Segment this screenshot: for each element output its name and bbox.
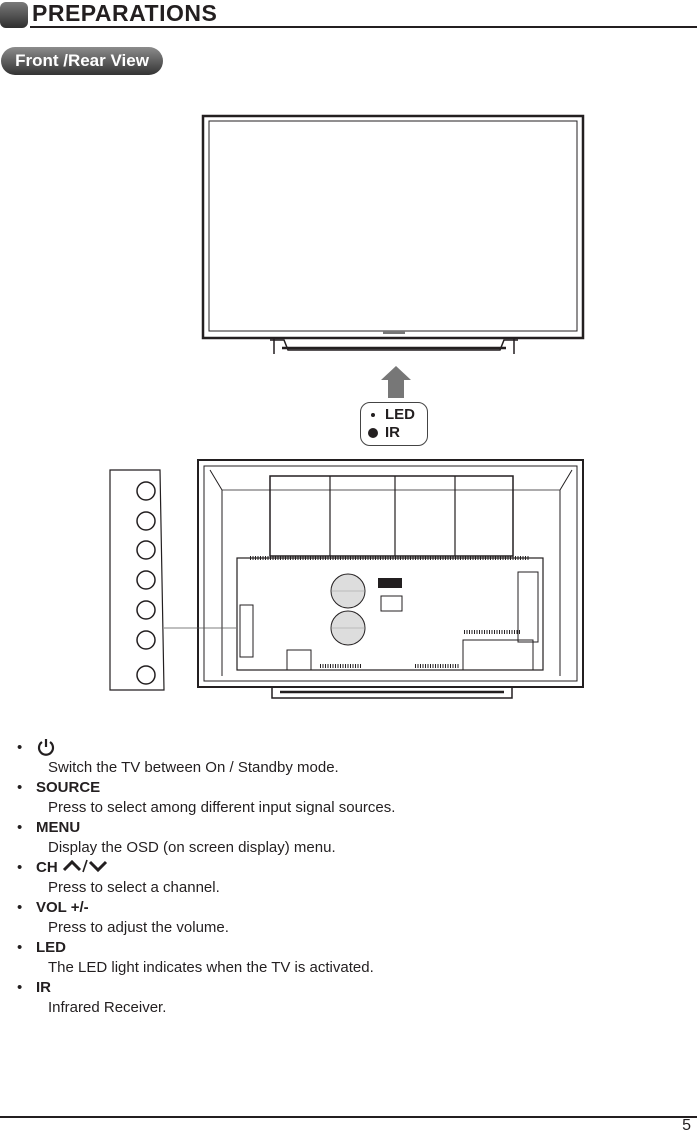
led-label: LED bbox=[385, 406, 415, 423]
bullet: • bbox=[17, 819, 23, 836]
ir-row: IR bbox=[368, 424, 400, 441]
led-dot-icon bbox=[371, 413, 375, 418]
list-item: • SOURCE Press to select among different… bbox=[0, 778, 697, 818]
item-description: Display the OSD (on screen display) menu… bbox=[48, 839, 336, 856]
button-description-list: • Switch the TV between On / Standby mod… bbox=[0, 738, 697, 1018]
item-description: Infrared Receiver. bbox=[48, 999, 167, 1016]
up-arrow-icon bbox=[381, 366, 411, 398]
bullet: • bbox=[17, 779, 23, 796]
item-title bbox=[36, 738, 56, 760]
item-title: MENU bbox=[36, 819, 81, 836]
item-title: CH bbox=[36, 858, 114, 878]
list-item: • Switch the TV between On / Standby mod… bbox=[0, 738, 697, 778]
side-button-panel bbox=[109, 469, 236, 691]
section-label: Front /Rear View bbox=[1, 47, 163, 75]
footer-rule bbox=[0, 1116, 697, 1118]
list-item: • VOL +/- Press to adjust the volume. bbox=[0, 898, 697, 938]
led-ir-indicator-box: LED IR bbox=[360, 402, 428, 446]
item-description: Press to select a channel. bbox=[48, 879, 220, 896]
item-title: LED bbox=[36, 939, 66, 956]
item-description: Switch the TV between On / Standby mode. bbox=[48, 759, 339, 776]
list-item: • IR Infrared Receiver. bbox=[0, 978, 697, 1018]
list-item: • MENU Display the OSD (on screen displa… bbox=[0, 818, 697, 858]
page-number: 5 bbox=[682, 1117, 691, 1134]
item-title: IR bbox=[36, 979, 51, 996]
ir-label: IR bbox=[385, 424, 400, 441]
led-row: LED bbox=[371, 406, 415, 423]
channel-up-down-icon bbox=[62, 859, 107, 873]
page-header: PREPARATIONS bbox=[0, 0, 697, 30]
bullet: • bbox=[17, 979, 23, 996]
item-description: Press to adjust the volume. bbox=[48, 919, 229, 936]
page-title: PREPARATIONS bbox=[32, 0, 218, 26]
header-tab-block bbox=[0, 2, 28, 28]
tv-diagram bbox=[109, 114, 585, 699]
item-title-text: CH bbox=[36, 859, 58, 876]
header-rule bbox=[30, 26, 697, 28]
bullet: • bbox=[17, 939, 23, 956]
item-description: The LED light indicates when the TV is a… bbox=[48, 959, 374, 976]
list-item: • LED The LED light indicates when the T… bbox=[0, 938, 697, 978]
item-title: SOURCE bbox=[36, 779, 101, 796]
item-title: VOL +/- bbox=[36, 899, 89, 916]
item-description: Press to select among different input si… bbox=[48, 799, 396, 816]
bullet: • bbox=[17, 899, 23, 916]
bullet: • bbox=[17, 859, 23, 876]
bullet: • bbox=[17, 739, 23, 756]
ir-dot-icon bbox=[368, 428, 378, 439]
tv-rear-view bbox=[197, 459, 584, 699]
list-item: • CH Press to select a channel. bbox=[0, 858, 697, 898]
tv-front-view bbox=[201, 114, 585, 354]
power-icon bbox=[37, 739, 55, 756]
